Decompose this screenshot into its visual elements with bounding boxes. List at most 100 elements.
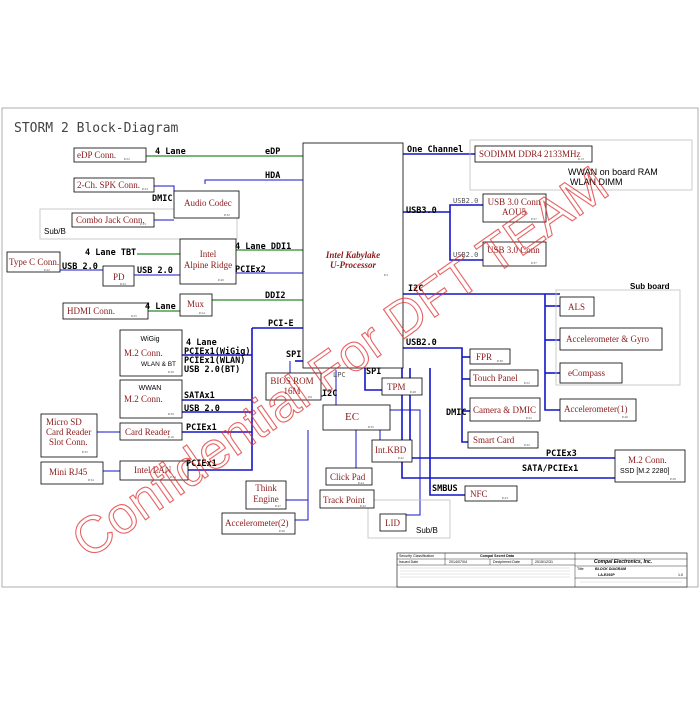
svg-text:P.46: P.46 — [622, 415, 628, 419]
svg-text:SATA/PCIEx1: SATA/PCIEx1 — [522, 464, 578, 474]
wire-usb20-right — [402, 347, 468, 443]
accelerometer2-block: Accelerometer(2) P.46 — [221, 512, 296, 535]
m2-wigig-block: WiGig M.2 Conn. WLAN & BT P.28 — [119, 329, 183, 377]
cpu-page: P.5 — [384, 273, 388, 277]
audio-codec-block: Audio Codec P.32 — [173, 190, 240, 219]
svg-text:M.2 Conn.: M.2 Conn. — [628, 455, 667, 465]
als-block: ALS — [559, 296, 595, 317]
svg-text:I2C: I2C — [322, 389, 337, 399]
alpine-ridge-block: Intel Alpine Ridge P.40 — [179, 238, 237, 285]
svg-text:P.35: P.35 — [82, 450, 88, 454]
camera-dmic-block: Camera & DMIC P.22 — [469, 397, 541, 422]
usb3-aou-block: USB 3.0 Conn AOU5 P.37 — [482, 193, 547, 223]
card-reader-block: Card Reader P.19 — [119, 422, 183, 441]
svg-text:LA-E292P: LA-E292P — [598, 573, 615, 577]
svg-text:Accelerometer(1): Accelerometer(1) — [564, 404, 627, 414]
svg-text:P.34: P.34 — [142, 187, 148, 191]
svg-text:1.0: 1.0 — [678, 573, 683, 577]
svg-text:4 Lane: 4 Lane — [155, 147, 186, 157]
svg-text:Deciphered Date: Deciphered Date — [493, 560, 520, 564]
ecompass-block: eCompass — [559, 362, 623, 384]
svg-text:PCIEx1: PCIEx1 — [186, 459, 217, 469]
svg-text:DDI2: DDI2 — [265, 291, 285, 301]
svg-text:Camera & DMIC: Camera & DMIC — [473, 405, 536, 415]
accelerometer1-block: Accelerometer(1) P.46 — [559, 398, 637, 422]
svg-text:WWAN: WWAN — [139, 385, 162, 392]
group-subboard-label: Sub board — [630, 282, 670, 291]
svg-text:WiGig: WiGig — [140, 336, 159, 343]
click-pad-block: Click Pad P.44 — [325, 467, 373, 486]
wire-ec-lid — [390, 409, 421, 516]
wire-i2c-trunk — [544, 294, 560, 411]
svg-text:USB2.0: USB2.0 — [453, 251, 478, 259]
wire-usb30 — [402, 211, 483, 261]
svg-text:P.32: P.32 — [524, 443, 530, 447]
svg-text:P.35: P.35 — [368, 425, 374, 429]
svg-text:P.44: P.44 — [358, 481, 364, 485]
think-engine-block: Think Engine P.47 — [245, 480, 287, 510]
svg-text:P.13: P.13 — [578, 157, 584, 161]
svg-text:SMBUS: SMBUS — [432, 484, 458, 494]
svg-text:4 Lane: 4 Lane — [145, 302, 176, 312]
wire-ec-accel2 — [295, 430, 309, 521]
svg-text:Compal Electronics, Inc.: Compal Electronics, Inc. — [594, 559, 652, 565]
svg-text:P.6: P.6 — [308, 395, 312, 399]
svg-text:Think: Think — [255, 483, 277, 493]
svg-text:LID: LID — [385, 518, 400, 528]
svg-text:P.42: P.42 — [44, 268, 50, 272]
svg-text:4 Lane DDI1: 4 Lane DDI1 — [235, 242, 291, 252]
svg-text:SPI: SPI — [366, 367, 381, 377]
svg-text:P.24: P.24 — [199, 311, 205, 315]
track-point-block: Track Point P.42 — [319, 489, 375, 509]
svg-text:M.2 Conn.: M.2 Conn. — [124, 348, 163, 358]
wwan-onboard-line1: WWAN on board RAM — [568, 167, 658, 177]
svg-text:SODIMM DDR4 2133MHz: SODIMM DDR4 2133MHz — [479, 149, 581, 159]
svg-text:NFC: NFC — [470, 489, 488, 499]
wire-spi-tpm — [364, 368, 386, 391]
ec-block: EC P.35 — [322, 404, 391, 431]
svg-text:Int.KBD: Int.KBD — [375, 445, 407, 455]
m2-wwan-block: WWAN M.2 Conn. P.29 — [119, 379, 183, 419]
bios-rom-block: BIOS ROM 16M P.6 — [265, 372, 322, 401]
wwan-onboard-line2: WLAN DIMM — [570, 177, 623, 187]
svg-text:BIOS ROM: BIOS ROM — [270, 376, 313, 386]
svg-text:Mini RJ45: Mini RJ45 — [49, 467, 88, 477]
svg-text:P.22: P.22 — [526, 416, 532, 420]
svg-text:P.37: P.37 — [531, 261, 537, 265]
svg-text:USB3.0: USB3.0 — [406, 206, 437, 216]
svg-text:eCompass: eCompass — [568, 368, 605, 378]
pd-block: PD P.43 — [102, 265, 135, 287]
mux-block: Mux P.24 — [179, 293, 213, 317]
wire-hda — [204, 179, 303, 184]
group-wwan-onboard — [469, 139, 693, 191]
tpm-block: TPM P.48 — [381, 377, 423, 396]
svg-text:LPC: LPC — [333, 371, 346, 379]
svg-text:P.48: P.48 — [410, 390, 416, 394]
svg-text:USB2.0: USB2.0 — [453, 197, 478, 205]
svg-text:I2C: I2C — [408, 284, 423, 294]
svg-text:Accelerometer(2): Accelerometer(2) — [225, 518, 288, 528]
wire-smbus — [429, 368, 465, 496]
svg-text:P.22: P.22 — [524, 381, 530, 385]
svg-text:TPM: TPM — [387, 382, 406, 392]
svg-text:Compal Secret Data: Compal Secret Data — [480, 554, 515, 558]
title-block: Security Classification Compal Secret Da… — [396, 552, 688, 588]
svg-text:AOU5: AOU5 — [502, 207, 526, 217]
lid-block: LID — [379, 513, 407, 532]
svg-text:P.43: P.43 — [120, 282, 126, 286]
svg-text:P.34: P.34 — [170, 475, 176, 479]
group-subb-left-label: Sub/B — [44, 227, 66, 236]
svg-text:P.32: P.32 — [224, 213, 230, 217]
mux-label: Mux — [187, 299, 205, 309]
svg-text:P.40: P.40 — [218, 278, 224, 282]
fpr-block: FPR P.30 — [469, 348, 511, 365]
diagram-title: STORM 2 Block-Diagram — [14, 121, 179, 136]
edp-conn-label: eDP Conn. — [77, 150, 116, 160]
svg-text:Intel LAN: Intel LAN — [134, 465, 172, 475]
svg-text:Intel: Intel — [200, 249, 217, 259]
svg-text:2014/07/04: 2014/07/04 — [449, 560, 467, 564]
svg-text:Issued Date: Issued Date — [399, 560, 418, 564]
svg-text:Track Point: Track Point — [323, 495, 365, 505]
usb3-conn-block: USB 3.0 Conn P.37 — [482, 241, 547, 267]
